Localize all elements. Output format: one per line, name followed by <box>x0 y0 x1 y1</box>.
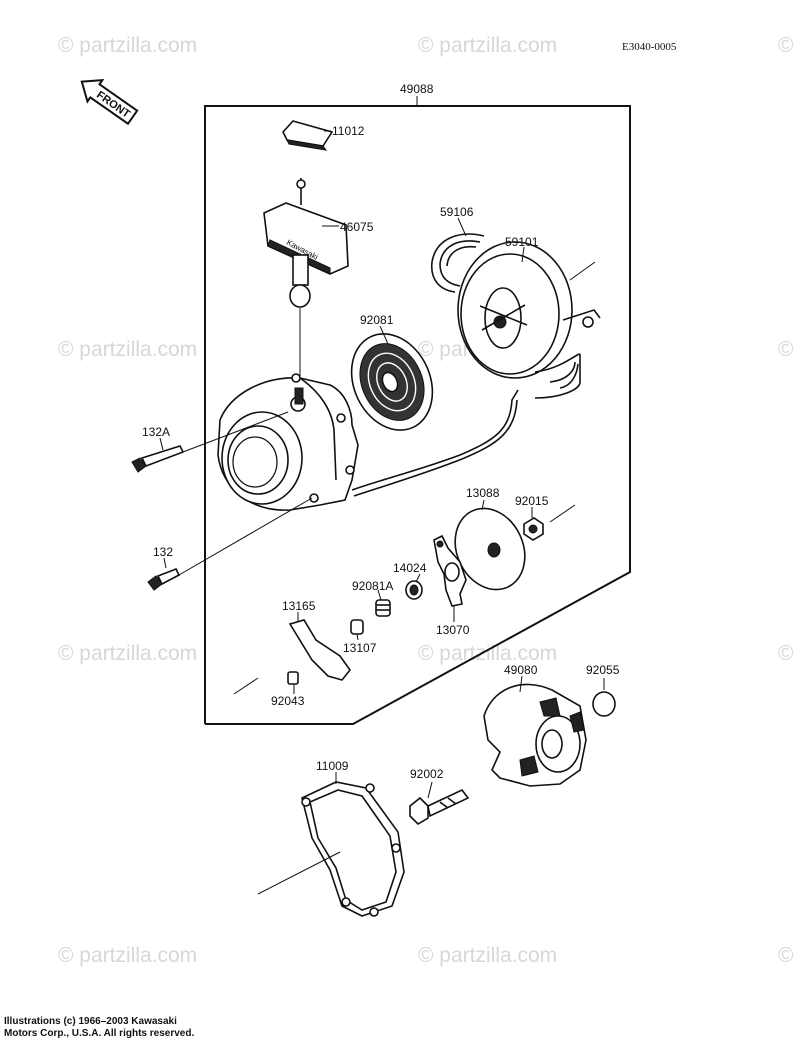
watermark: © partzilla.com <box>778 338 800 361</box>
copyright-notice: Illustrations (c) 1966–2003 Kawasaki Mot… <box>4 1016 264 1040</box>
part-13165 <box>288 612 352 681</box>
copyright-line1: Illustrations (c) 1966–2003 Kawasaki <box>4 1016 177 1027</box>
part-132 <box>147 497 313 591</box>
part-13107 <box>350 619 364 641</box>
diagram-code: E3040-0005 <box>622 41 677 53</box>
watermark: © partzilla.com <box>418 944 557 967</box>
part-label-92015: 92015 <box>515 494 549 508</box>
part-49080 <box>483 675 587 787</box>
part-label-11009: 11009 <box>316 759 349 773</box>
part-label-49088: 49088 <box>400 82 434 96</box>
part-label-92043: 92043 <box>271 694 305 708</box>
part-label-14024: 14024 <box>393 561 427 575</box>
watermark: © partzilla.com <box>58 642 197 665</box>
front-arrow-icon: FRONT <box>80 79 139 126</box>
part-label-46075: 46075 <box>340 220 374 234</box>
part-label-59101: 59101 <box>505 235 539 249</box>
part-label-92081A: 92081A <box>352 579 393 593</box>
starter-case <box>217 373 519 511</box>
direction-marker <box>233 677 259 695</box>
part-label-11012: 11012 <box>332 124 365 138</box>
part-label-92002: 92002 <box>410 767 444 781</box>
part-11012 <box>282 120 334 151</box>
watermark: © partzilla.com <box>418 34 557 57</box>
watermark: © partzilla.com <box>418 642 557 665</box>
part-label-132A: 132A <box>142 425 170 439</box>
watermark: © partzilla.com <box>58 338 197 361</box>
assembly-frame <box>204 105 631 725</box>
watermark: © partzilla.com <box>778 944 800 967</box>
part-11009 <box>301 772 405 917</box>
part-132A <box>131 411 289 473</box>
part-label-92081: 92081 <box>360 313 394 327</box>
part-92055 <box>592 678 616 717</box>
part-label-49080: 49080 <box>504 663 538 677</box>
part-92043 <box>287 671 299 694</box>
part-label-13070: 13070 <box>436 623 470 637</box>
part-92015 <box>523 504 576 541</box>
watermark: © partzilla.com <box>778 34 800 57</box>
part-92002 <box>409 781 470 826</box>
part-label-13107: 13107 <box>343 641 377 655</box>
part-92081 <box>350 325 434 431</box>
direction-marker <box>257 851 341 895</box>
watermarks: © partzilla.com © partzilla.com © partzi… <box>58 34 800 967</box>
part-label-132: 132 <box>153 545 173 559</box>
part-59106 <box>430 217 485 293</box>
part-92081A <box>375 589 391 617</box>
part-label-59106: 59106 <box>440 205 474 219</box>
watermark: © partzilla.com <box>58 34 197 57</box>
part-label-13088: 13088 <box>466 486 500 500</box>
part-14024 <box>405 573 423 600</box>
part-13088 <box>454 499 526 591</box>
watermark: © partzilla.com <box>778 642 800 665</box>
part-46075: Kawasaki <box>263 178 349 400</box>
copyright-line2: Motors Corp., U.S.A. All rights reserved… <box>4 1028 195 1039</box>
part-59101 <box>457 241 601 399</box>
part-13070 <box>433 534 467 622</box>
part-label-92055: 92055 <box>586 663 620 677</box>
watermark: © partzilla.com <box>58 944 197 967</box>
part-label-13165: 13165 <box>282 599 316 613</box>
